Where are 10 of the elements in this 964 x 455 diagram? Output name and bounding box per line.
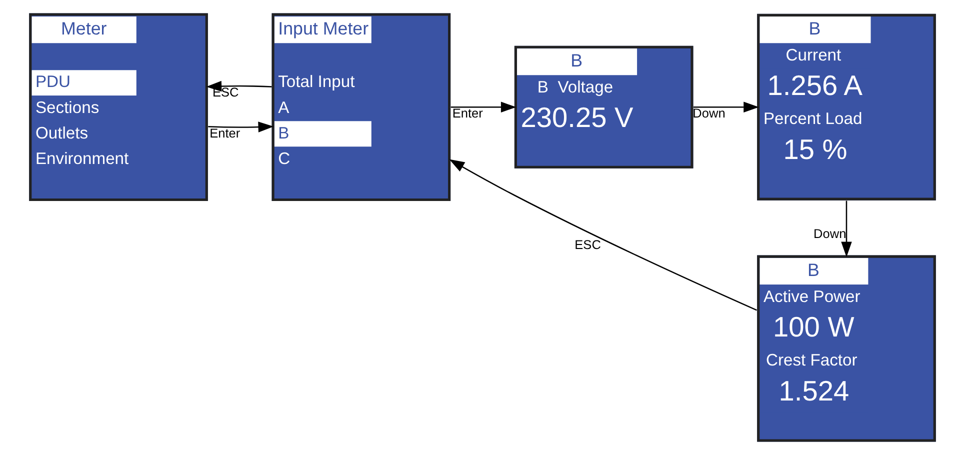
arrow: [450, 102, 516, 112]
edge-label: Down: [692, 105, 725, 120]
arrow: [448, 159, 756, 311]
edge-label: Enter: [209, 125, 240, 140]
arrow: [208, 122, 274, 132]
edge-label: Down: [813, 226, 846, 242]
edge-label: Enter: [452, 105, 482, 120]
arrow: [840, 200, 852, 258]
arrow: [692, 102, 758, 112]
edge-label: ESC: [574, 237, 600, 252]
